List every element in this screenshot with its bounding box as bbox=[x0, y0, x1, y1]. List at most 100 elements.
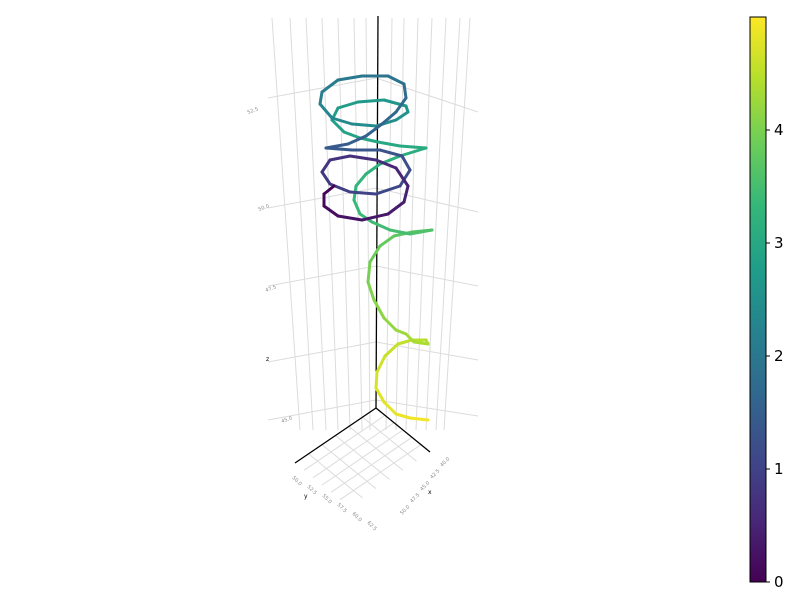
helix-segment bbox=[378, 234, 396, 248]
helix-segment bbox=[364, 122, 384, 138]
helix-segment bbox=[328, 154, 352, 162]
grid-line bbox=[335, 435, 390, 480]
helix-segment bbox=[324, 146, 354, 152]
colorbar: 0 1 2 3 4 bbox=[749, 16, 784, 591]
helix-segment bbox=[356, 98, 386, 104]
grid-line bbox=[375, 77, 479, 113]
helix-segment bbox=[348, 190, 378, 196]
helix-segment bbox=[388, 228, 412, 236]
x-tick-label: 47.5 bbox=[409, 492, 421, 504]
helix-segment bbox=[374, 386, 386, 404]
grid-lines bbox=[267, 17, 479, 501]
grid-line bbox=[339, 444, 422, 501]
colorbar-tick-label: 3 bbox=[774, 234, 784, 252]
helix-segment bbox=[394, 110, 410, 122]
grid-line bbox=[365, 17, 371, 431]
y-tick-label: 60.0 bbox=[351, 511, 363, 523]
colorbar-tick-label: 2 bbox=[774, 347, 784, 365]
helix-segment bbox=[366, 260, 372, 284]
helix-segment bbox=[375, 354, 387, 374]
x-tick-label: 42.5 bbox=[429, 468, 441, 480]
y-tick-label: 62.5 bbox=[366, 520, 378, 532]
helix-segment bbox=[336, 214, 364, 222]
colorbar-gradient bbox=[749, 16, 767, 583]
helix-segment bbox=[398, 144, 428, 150]
z-axis-line bbox=[375, 15, 379, 409]
z-tick-label: 45.0 bbox=[281, 415, 294, 424]
helix-segment bbox=[322, 204, 340, 218]
x-axis-label: x bbox=[428, 489, 432, 496]
axes bbox=[294, 15, 431, 464]
grid-line bbox=[375, 341, 479, 361]
helix-segment bbox=[412, 340, 430, 346]
helix-segment bbox=[330, 116, 354, 126]
helix-segment bbox=[372, 298, 386, 320]
helix-segment bbox=[376, 140, 402, 148]
helix-segment bbox=[364, 162, 382, 176]
grid-line bbox=[353, 17, 363, 431]
helix-segment bbox=[366, 280, 376, 302]
y-axis-line bbox=[294, 407, 377, 464]
helix-segment bbox=[378, 148, 404, 158]
grid-line bbox=[308, 453, 363, 499]
y-tick-label: 50.0 bbox=[291, 475, 303, 487]
helix-segment bbox=[398, 146, 428, 158]
helix-segment bbox=[320, 78, 340, 94]
y-tick-label: 55.0 bbox=[321, 493, 333, 505]
helix-segment bbox=[330, 118, 346, 134]
colorbar-tick-label: 0 bbox=[774, 573, 784, 591]
helix-series bbox=[318, 74, 434, 422]
grid-line bbox=[425, 17, 447, 431]
grid-line bbox=[271, 17, 301, 431]
grid-line bbox=[375, 265, 479, 287]
grid-line bbox=[267, 77, 377, 99]
grid-line bbox=[267, 265, 377, 287]
grid-line bbox=[267, 341, 377, 363]
helix-segment bbox=[382, 400, 398, 416]
z-axis-label: z bbox=[266, 356, 269, 363]
x-tick-label: 40.0 bbox=[439, 456, 451, 468]
grid-line bbox=[435, 17, 461, 431]
helix-segment bbox=[360, 212, 390, 222]
helix-segment bbox=[320, 158, 332, 174]
colorbar-tick-label: 4 bbox=[774, 121, 784, 139]
helix-segment bbox=[342, 130, 362, 140]
helix-segment bbox=[318, 102, 334, 120]
helix-segment bbox=[400, 154, 412, 172]
helix-segment bbox=[382, 316, 398, 332]
helix-segment bbox=[383, 342, 400, 358]
z-tick-label: 50.0 bbox=[258, 203, 271, 212]
helix-segment bbox=[318, 90, 324, 106]
helix-segment bbox=[374, 184, 402, 196]
helix-segment bbox=[368, 244, 382, 264]
grid-line bbox=[405, 17, 419, 431]
x-axis-line bbox=[375, 407, 431, 453]
helix-segment bbox=[404, 332, 416, 344]
grid-line bbox=[415, 17, 433, 431]
z-tick-label: 47.5 bbox=[265, 284, 278, 293]
helix-segment bbox=[346, 134, 368, 146]
helix-segment bbox=[370, 220, 392, 232]
helix-segment bbox=[386, 200, 406, 216]
helix-segment bbox=[394, 412, 412, 420]
helix-segment bbox=[336, 74, 364, 82]
helix-segment bbox=[408, 228, 434, 236]
grid-line bbox=[289, 17, 314, 431]
helix-segment bbox=[394, 328, 408, 336]
colorbar-tick-label: 1 bbox=[774, 460, 784, 478]
helix-segment bbox=[350, 122, 378, 128]
grid-line bbox=[267, 399, 377, 421]
grid-line bbox=[337, 17, 351, 431]
y-tick-label: 57.5 bbox=[336, 502, 348, 514]
helix-segment bbox=[398, 168, 412, 188]
x-tick-label: 50.0 bbox=[399, 504, 411, 516]
helix-segment bbox=[386, 74, 406, 86]
grid-line bbox=[321, 444, 377, 490]
grid-line bbox=[321, 17, 339, 431]
helix-segment bbox=[408, 416, 430, 422]
helix-segment bbox=[394, 166, 410, 188]
grid-line bbox=[375, 399, 479, 417]
helix-segment bbox=[402, 184, 410, 204]
helix-segment bbox=[402, 82, 408, 100]
